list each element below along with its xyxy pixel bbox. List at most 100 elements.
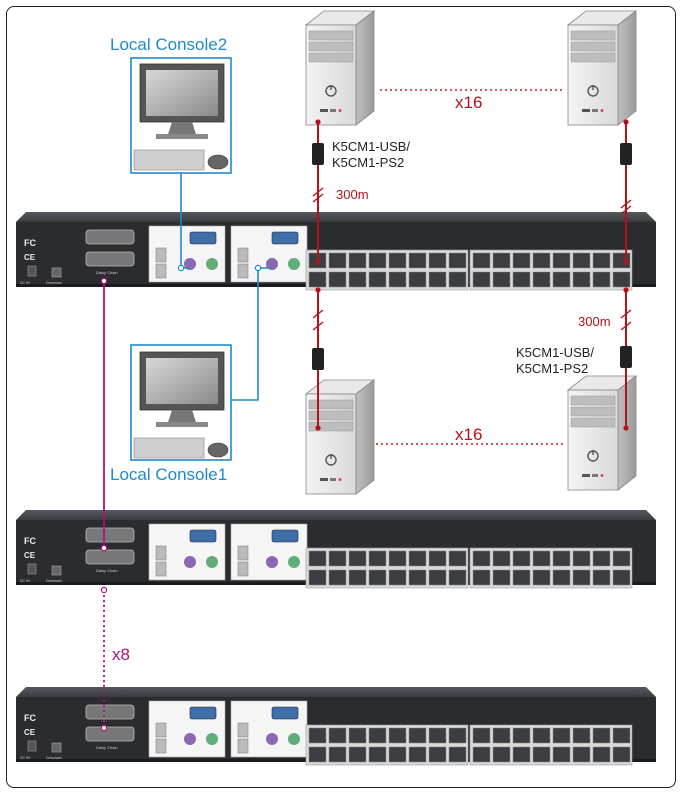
rj45-port [408,252,427,269]
multiplier-top-label: x16 [455,93,482,112]
rj45-port [428,569,447,586]
rj45-port [552,569,571,586]
rj45-port [388,727,407,744]
rj45-port [408,271,427,288]
rj45-port [512,271,531,288]
rj45-port [408,550,427,567]
rj45-port [348,569,367,586]
rj45-port [448,569,467,586]
rj45-port [388,252,407,269]
rj45-port [492,746,511,763]
server-cable-right-bottom [620,287,632,431]
console1-cable [231,267,270,401]
rj45-port [328,550,347,567]
rj45-port [428,746,447,763]
distance-label-right: 300m [578,314,611,329]
rj45-port [328,569,347,586]
rj45-port [472,569,491,586]
rj45-port [612,569,631,586]
rj45-port [572,252,591,269]
rj45-port [428,271,447,288]
distance-label-left: 300m [336,187,369,202]
rj45-port [532,271,551,288]
rj45-port [572,746,591,763]
rj45-port [472,271,491,288]
rj45-port [308,727,327,744]
rj45-port [492,569,511,586]
rj45-port [532,727,551,744]
rj45-port [472,550,491,567]
console1-label: Local Console1 [110,465,227,484]
server-cable-right-top [620,119,632,265]
rj45-port [572,569,591,586]
rj45-port [612,550,631,567]
rj45-port [592,727,611,744]
adapter-label-right-line2: K5CM1-PS2 [516,361,588,376]
rj45-port [552,550,571,567]
server-tower-icon [305,10,375,126]
rj45-port [388,746,407,763]
rj45-port [428,550,447,567]
rj45-port [492,727,511,744]
rj45-port-grid [305,249,633,766]
rj45-port [328,271,347,288]
rj45-port [512,727,531,744]
rj45-port [328,727,347,744]
rj45-port [448,271,467,288]
rj45-port [448,550,467,567]
rj45-port [592,271,611,288]
rj45-port [612,271,631,288]
rj45-port [388,569,407,586]
server-cable-left-bottom [312,287,324,431]
rj45-port [388,550,407,567]
rj45-port [532,252,551,269]
rj45-port [368,252,387,269]
rj45-port [308,271,327,288]
server-tower-icon [567,10,637,126]
rj45-port [572,550,591,567]
monitor-icon [133,351,229,459]
rj45-port [348,727,367,744]
rj45-port [592,569,611,586]
console1-box [130,344,232,461]
rj45-port [592,550,611,567]
rj45-port [612,727,631,744]
rj45-port [552,271,571,288]
server-cable-left-top [312,119,324,265]
rj45-port [368,746,387,763]
adapter-label-left-line1: K5CM1-USB/ [332,139,410,154]
adapter-label-right-line1: K5CM1-USB/ [516,345,594,360]
diagram-frame [6,6,676,788]
server-tower-icon [305,379,375,495]
rj45-port [308,569,327,586]
rj45-port [512,569,531,586]
rj45-port [612,746,631,763]
rj45-port [552,746,571,763]
rj45-port [572,271,591,288]
rj45-port [572,727,591,744]
console2-label: Local Console2 [110,35,227,54]
rj45-port [448,252,467,269]
rj45-port [388,271,407,288]
rj45-port [552,252,571,269]
rj45-port [308,746,327,763]
rj45-port [532,550,551,567]
rj45-port [368,569,387,586]
rj45-port [408,746,427,763]
rj45-port [448,727,467,744]
rj45-port [492,252,511,269]
rj45-port [348,550,367,567]
rj45-port [512,550,531,567]
rj45-port [368,271,387,288]
rj45-port [408,569,427,586]
rj45-port [472,252,491,269]
rj45-port [592,252,611,269]
rj45-port [368,550,387,567]
rj45-port [552,727,571,744]
rj45-port [512,746,531,763]
rj45-port [472,727,491,744]
rj45-port [348,271,367,288]
cascade-multiplier-label: x8 [112,645,130,664]
rj45-port [328,746,347,763]
